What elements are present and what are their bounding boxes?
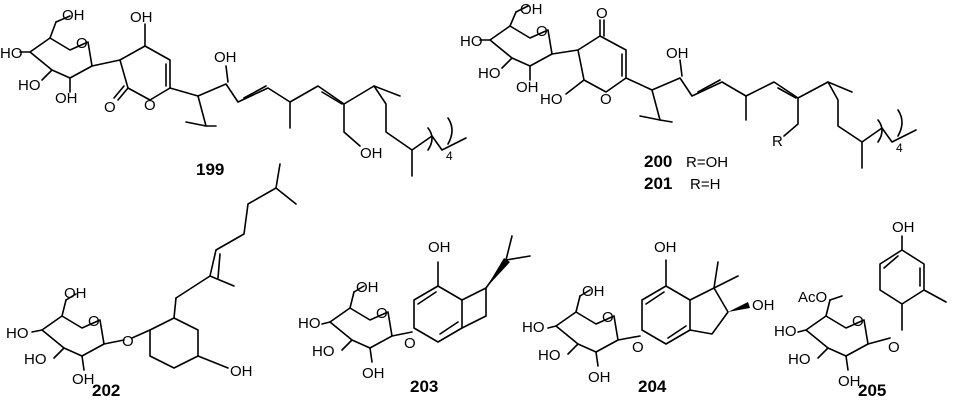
compound-label-205: 205: [858, 381, 886, 400]
atom-oh: OH: [64, 285, 87, 302]
bracket-left: [877, 119, 883, 143]
sugar-ring-202: [31, 293, 151, 371]
atom-ho: HO: [460, 33, 483, 50]
compound-203: OH O HO HO OH O OH 203: [298, 235, 531, 396]
pyrone-ring-200: [565, 19, 653, 95]
atom-oh: OH: [428, 239, 451, 256]
atom-oh: OH: [892, 219, 915, 236]
atom-oh: OH: [360, 145, 383, 162]
atom-oh: OH: [582, 283, 605, 300]
compound-label-202: 202: [92, 381, 120, 400]
atom-o: O: [122, 333, 134, 350]
benzene-ring-205: [879, 235, 947, 331]
atom-oh: OH: [362, 365, 385, 382]
atom-oh: OH: [62, 7, 85, 24]
atom-o: O: [104, 99, 116, 116]
atom-o: O: [76, 35, 88, 52]
compound-label-200: 200: [644, 152, 672, 171]
atom-o: O: [536, 23, 548, 40]
sugar-ring-203: [321, 285, 413, 363]
atom-o: O: [602, 309, 614, 326]
atom-oh: OH: [838, 373, 861, 390]
side-chain-200: [639, 59, 917, 169]
atom-ho: HO: [522, 319, 545, 336]
compound-204: OH O HO HO OH O OH OH 204: [522, 239, 775, 396]
atom-o: O: [404, 335, 416, 352]
compound-label-199: 199: [196, 160, 224, 179]
atom-o: O: [632, 339, 644, 356]
atom-r: R: [772, 133, 783, 150]
repeat-count: 4: [446, 149, 453, 163]
stereo-wedge: [486, 258, 510, 288]
atom-aco: AcO: [798, 289, 827, 306]
atom-o: O: [144, 97, 156, 114]
atom-ho: HO: [18, 77, 41, 94]
bracket-left: [427, 127, 433, 151]
pyrone-ring-199: [113, 23, 199, 101]
sugar-ring-200: [479, 5, 579, 81]
compound-199: OH O HO HO OH OH O O: [0, 7, 467, 179]
atom-ho: HO: [6, 325, 29, 342]
atom-oh: OH: [72, 371, 95, 388]
atom-oh: OH: [752, 297, 775, 314]
atom-o: O: [600, 91, 612, 108]
compound-202: OH O HO HO OH O OH 202: [6, 163, 297, 400]
atom-ho: HO: [774, 323, 797, 340]
sugar-ring-205: [797, 295, 891, 371]
atom-ho: HO: [24, 351, 47, 368]
sugar-ring-199: [19, 15, 121, 93]
atom-oh: OH: [654, 239, 677, 256]
atom-oh: OH: [55, 90, 78, 107]
atom-ho: HO: [298, 315, 321, 332]
atom-oh: OH: [516, 79, 539, 96]
stereo-wedge: [728, 302, 750, 312]
substituent-note-201: R=H: [690, 176, 720, 193]
compound-200-201: OH O HO HO OH O HO O: [460, 1, 917, 193]
atom-oh: OH: [230, 363, 253, 380]
atom-ho: HO: [0, 45, 23, 62]
atom-oh: OH: [130, 9, 153, 26]
indane-204: [641, 259, 739, 345]
compound-label-203: 203: [410, 377, 438, 396]
benzene-ring-202: [149, 163, 297, 369]
bracket-right: [447, 117, 453, 145]
atom-ho: HO: [788, 351, 811, 368]
atom-o: O: [888, 339, 900, 356]
compound-label-201: 201: [644, 174, 672, 193]
substituent-note-200: R=OH: [686, 154, 728, 171]
atom-ho: HO: [312, 343, 335, 360]
atom-ho: HO: [540, 91, 563, 108]
atom-oh: OH: [356, 279, 379, 296]
atom-oh: OH: [520, 1, 543, 18]
bracket-right: [897, 109, 903, 137]
repeat-count: 4: [896, 141, 903, 155]
atom-ho: HO: [478, 65, 501, 82]
atom-o: O: [852, 313, 864, 330]
atom-ho: HO: [538, 347, 561, 364]
atom-o: O: [596, 5, 608, 22]
side-chain-199: [185, 65, 467, 177]
compound-label-204: 204: [638, 377, 667, 396]
atom-oh: OH: [666, 45, 689, 62]
atom-o: O: [376, 305, 388, 322]
compound-205: AcO O HO HO OH O OH 205: [774, 219, 947, 400]
sugar-ring-204: [547, 289, 641, 367]
atom-oh: OH: [588, 369, 611, 386]
atom-o: O: [88, 313, 100, 330]
atom-oh: OH: [214, 49, 237, 66]
